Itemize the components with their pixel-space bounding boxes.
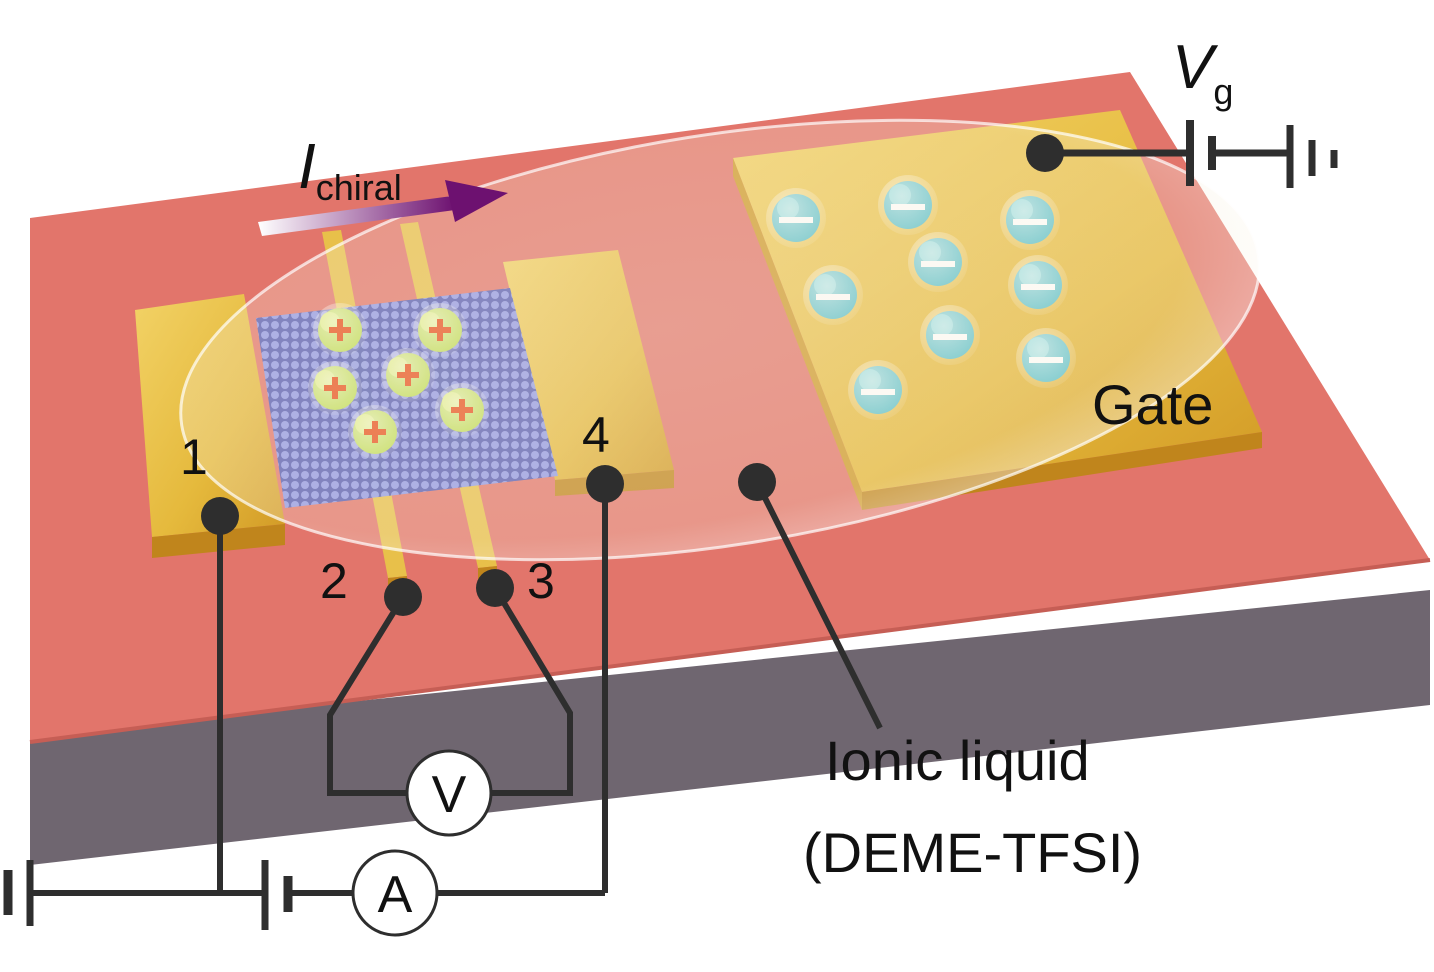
current-symbol: I (298, 130, 316, 202)
ionic-liquid-label-line1: Ionic liquid (825, 729, 1090, 792)
ionic-liquid-label-line2: (DEME-TFSI) (803, 821, 1142, 884)
chiral-current-arrow (258, 180, 508, 236)
ammeter-circuit (3, 465, 624, 937)
gate-label: Gate (1092, 373, 1213, 436)
ammeter (351, 849, 439, 937)
gate-voltage-subscript: g (1213, 71, 1233, 112)
gate-voltage-symbol: V (1172, 33, 1219, 102)
voltmeter-label: V (432, 766, 467, 824)
gate-voltage-source (1026, 120, 1338, 188)
terminal-2-label: 2 (320, 553, 348, 609)
ionic-liquid-droplet (179, 118, 1261, 562)
current-subscript: chiral (316, 167, 402, 208)
substrate-side (30, 590, 1430, 865)
voltmeter-circuit (327, 569, 573, 837)
voltmeter (405, 749, 493, 837)
ammeter-label: A (378, 866, 413, 924)
terminal-4-label: 4 (582, 407, 610, 463)
terminal-3-label: 3 (527, 553, 555, 609)
gate-voltage-label: Vg (1172, 33, 1233, 112)
terminal-1-label: 1 (180, 429, 208, 485)
ionic-liquid-pointer (738, 463, 883, 730)
current-label: Ichiral (298, 130, 402, 208)
